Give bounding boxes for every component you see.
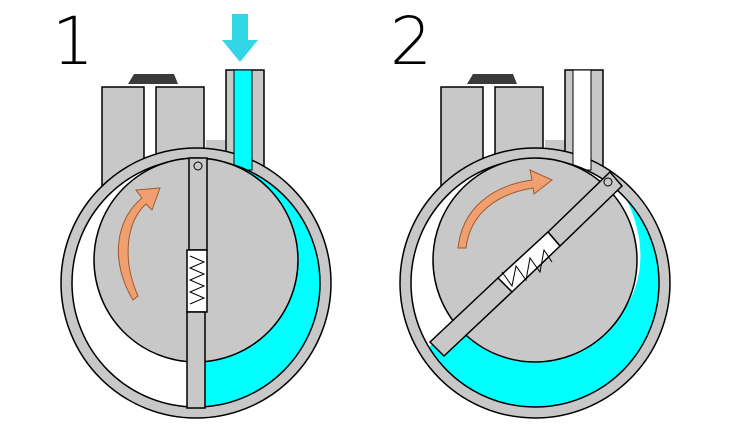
vane-spring [501, 248, 553, 288]
curved-arrow-icon [457, 169, 553, 249]
step-label-2: 2 [390, 3, 432, 80]
vane-pivot [603, 177, 613, 187]
exhaust-valve-cap [128, 74, 178, 84]
vane-spring [188, 255, 206, 305]
down-arrow-icon [222, 14, 258, 62]
step-label-1: 1 [52, 3, 94, 80]
panel-1: 1 [52, 3, 332, 419]
vane-lower [428, 276, 514, 358]
vane-lower [186, 311, 206, 409]
vane-pivot [193, 161, 203, 171]
intake-channel [572, 69, 592, 171]
vane-assembly [428, 170, 624, 358]
intake-channel [233, 69, 253, 171]
exhaust-valve-cap [467, 74, 517, 84]
vane-upper [188, 157, 208, 251]
vane-assembly [186, 157, 208, 409]
fluid-volume [425, 170, 659, 407]
panel-2: 2 [390, 3, 671, 419]
curved-arrow-icon [117, 187, 161, 301]
